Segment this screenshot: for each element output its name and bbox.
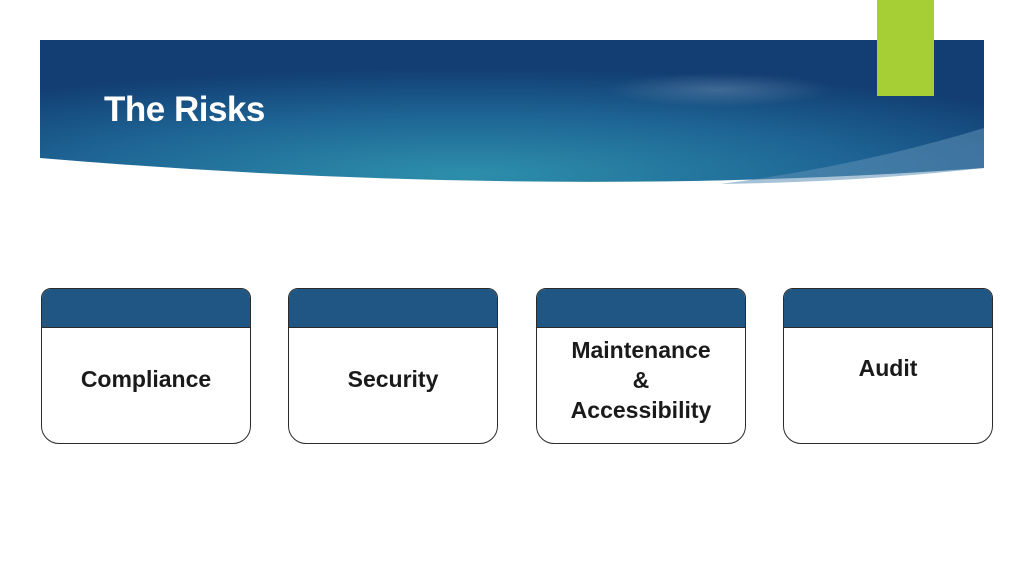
card-label: Security (347, 366, 439, 392)
risk-card-audit: Audit (783, 288, 993, 444)
card-body: Maintenance & Accessibility (537, 328, 745, 440)
card-header (784, 289, 992, 328)
card-header (289, 289, 497, 328)
risk-card-maintenance-accessibility: Maintenance & Accessibility (536, 288, 746, 444)
risk-card-security: Security (288, 288, 498, 444)
card-body: Security (289, 328, 497, 440)
slide-title: The Risks (104, 90, 265, 129)
card-header (42, 289, 250, 328)
card-label: Audit (858, 355, 918, 381)
card-label: Compliance (80, 366, 212, 392)
card-label: Maintenance & Accessibility (570, 337, 712, 423)
card-body: Compliance (42, 328, 250, 440)
risk-card-compliance: Compliance (41, 288, 251, 444)
card-header (537, 289, 745, 328)
accent-tab (877, 0, 934, 96)
title-banner (40, 40, 984, 184)
card-body: Audit (784, 328, 992, 440)
